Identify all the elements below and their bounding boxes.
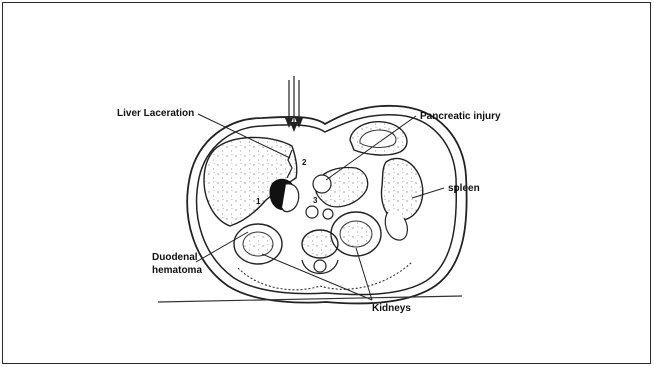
kidney-left-inner [340,221,372,247]
leader-kidneys-b [356,248,372,300]
vertebral-body [302,230,338,258]
label-duodenal-line1: Duodenal [152,252,198,263]
label-kidneys: Kidneys [372,303,411,314]
pancreatic-head-circle [313,175,331,193]
marker-2: 2 [302,157,306,168]
impact-arrowhead-mid [290,122,298,132]
spleen [382,158,423,220]
vessel-aorta [323,209,333,219]
label-duodenal-line2: hematoma [152,265,202,276]
vessel-ivc [306,206,318,218]
table-baseline [158,296,462,302]
spinal-canal [314,260,326,272]
kidney-right-inner [243,232,273,256]
marker-3: 3 [313,195,317,206]
label-spleen: spleen [448,183,480,194]
label-pancreatic-injury: Pancreatic injury [420,111,501,122]
label-liver-laceration: Liver Laceration [117,108,194,119]
marker-1: 1 [256,196,260,207]
